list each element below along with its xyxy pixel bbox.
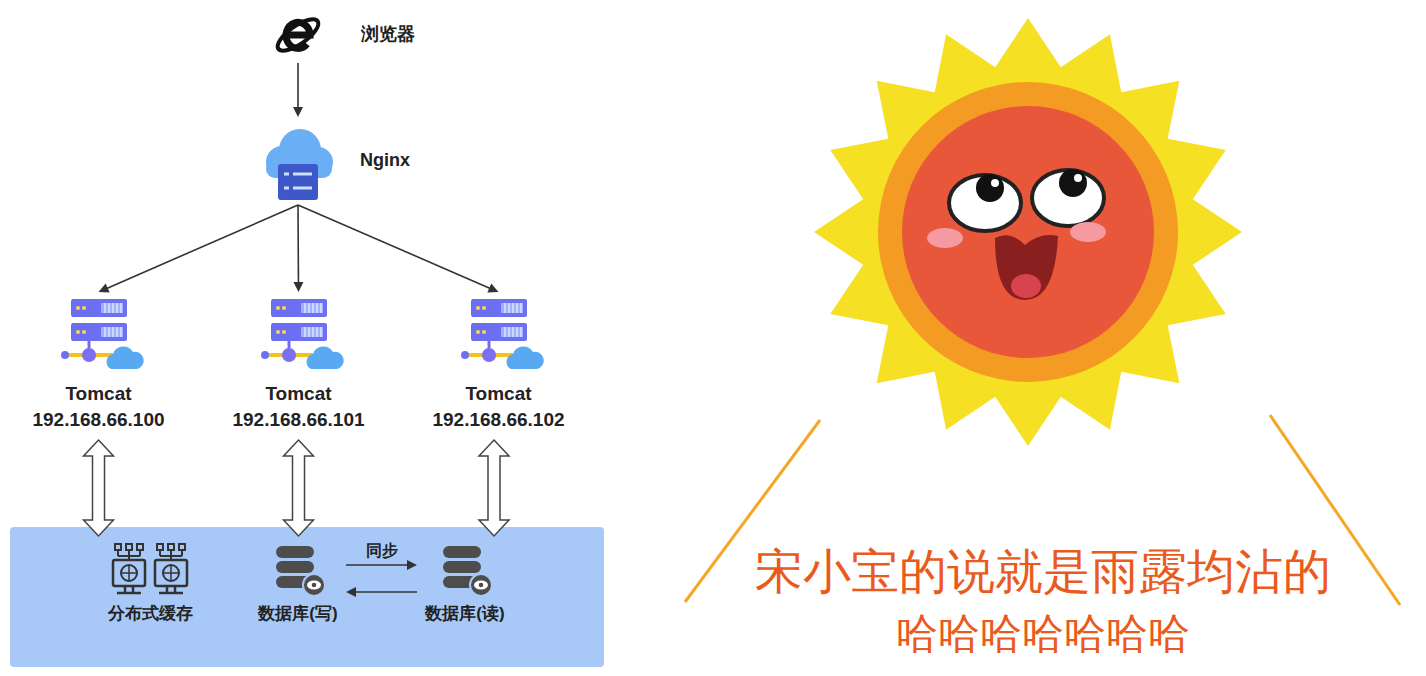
server-node: Tomcat192.168.66.101: [228, 295, 369, 433]
browser-icon: [273, 8, 323, 60]
ip-address: 192.168.66.100: [28, 407, 169, 433]
database-icon: [268, 540, 328, 602]
database-node: 数据库(写): [254, 540, 342, 626]
node-label: 浏览器: [361, 22, 415, 46]
node-label: Nginx: [360, 150, 410, 171]
node-label: Tomcat: [228, 381, 369, 407]
server-node: Tomcat192.168.66.102: [428, 295, 569, 433]
nginx-node: Nginx: [258, 120, 338, 202]
server-node: Tomcat192.168.66.100: [28, 295, 169, 433]
caption-text: 哈哈哈哈哈哈哈: [690, 606, 1396, 662]
connector-line: [298, 205, 490, 288]
arrowhead: [99, 283, 110, 292]
node-label: 数据库(读): [421, 602, 509, 626]
connector: [298, 205, 499, 293]
server-icon: [449, 295, 549, 373]
cloud-server-icon: [258, 120, 338, 202]
cache-node: 分布式缓存: [81, 540, 219, 626]
arrowhead: [407, 560, 417, 570]
connector: [346, 587, 417, 597]
database-node: 数据库(读): [421, 540, 509, 626]
connector-line: [297, 205, 299, 283]
connector: [293, 205, 303, 292]
ip-address: 192.168.66.102: [428, 407, 569, 433]
node-label: Tomcat: [28, 381, 169, 407]
connector-line: [297, 63, 299, 108]
node-label: 数据库(写): [254, 602, 342, 626]
server-icon: [249, 295, 349, 373]
ip-address: 192.168.66.101: [228, 407, 369, 433]
connector-line: [355, 591, 417, 593]
caption-text: 宋小宝的说就是雨露均沾的: [690, 540, 1396, 604]
server-icon: [49, 295, 149, 373]
arrowhead: [487, 283, 498, 292]
connector: [479, 440, 509, 536]
node-label: 分布式缓存: [81, 602, 219, 626]
hollow-arrow: [284, 440, 314, 536]
arrowhead: [293, 107, 303, 117]
connector: [284, 440, 314, 536]
browser-node: 浏览器: [273, 8, 323, 60]
arrowhead: [293, 282, 303, 292]
connector: [84, 440, 114, 536]
connector-line: [107, 205, 298, 288]
database-icon: [435, 540, 495, 602]
hollow-arrow: [479, 440, 509, 536]
hollow-arrow: [84, 440, 114, 536]
connector-line: [346, 564, 408, 566]
cache-icon: [85, 540, 215, 602]
edge-label: 同步: [363, 541, 401, 562]
connector: [293, 63, 303, 117]
node-label: Tomcat: [428, 381, 569, 407]
arrowhead: [346, 587, 356, 597]
connector: [99, 205, 299, 293]
